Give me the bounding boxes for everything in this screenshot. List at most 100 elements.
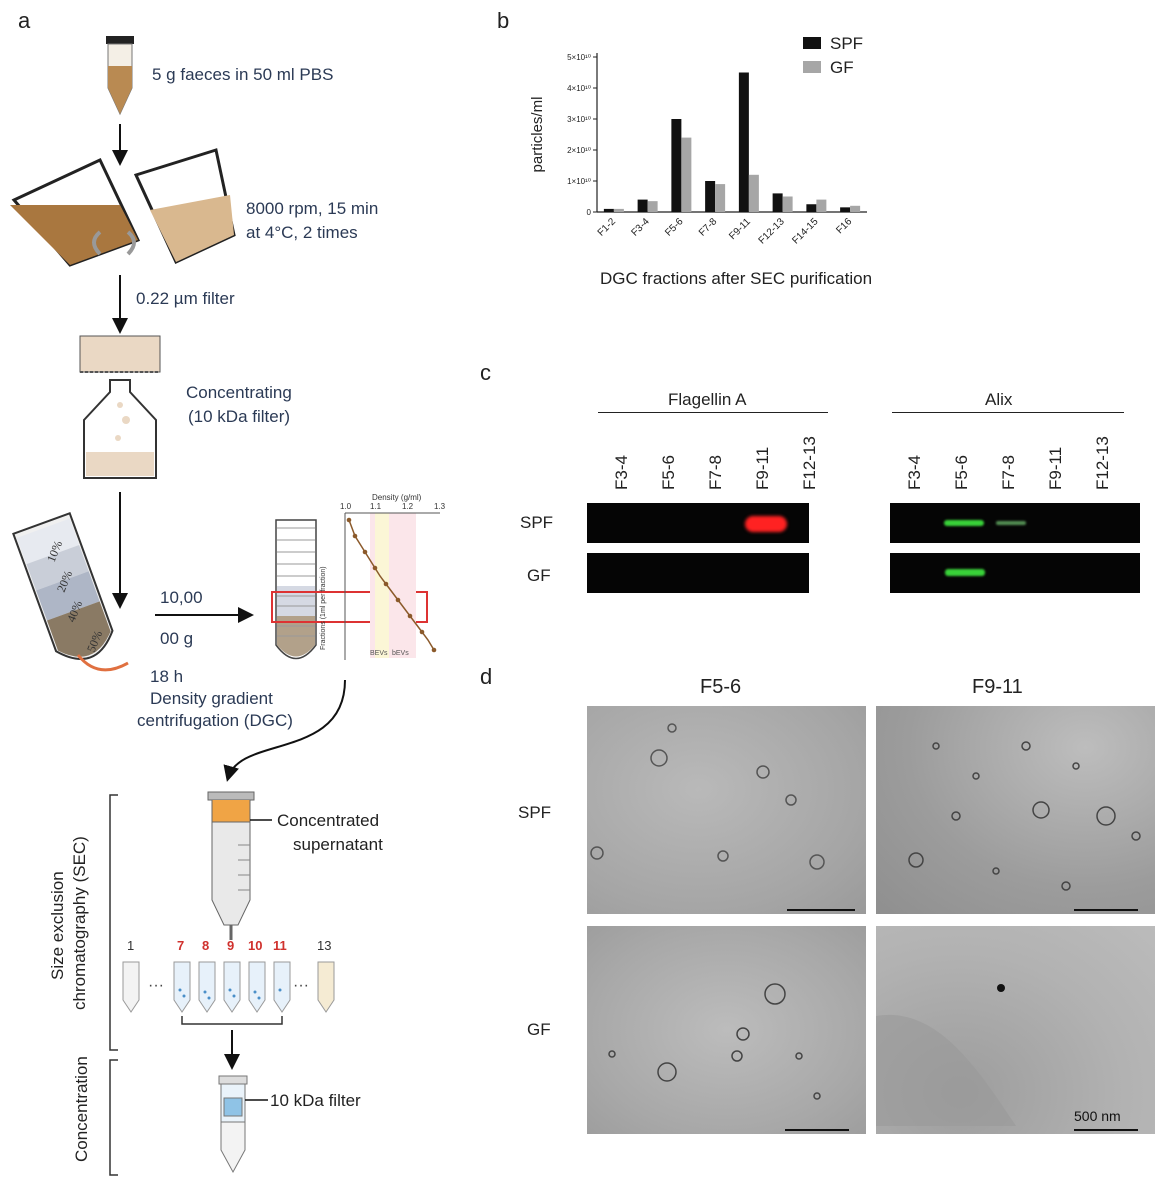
bar-gf-f3-4 <box>647 201 658 212</box>
dgc-speed-line2: 00 g <box>160 629 194 648</box>
sec-fraction-13: 13 <box>317 938 332 953</box>
bar-gf-f5-6 <box>681 137 692 212</box>
x-tick-label: F1-2 <box>596 216 619 239</box>
selection-box <box>271 591 428 623</box>
blot-alix-gf <box>890 553 1140 593</box>
sec-side-label-line1: Size exclusion <box>48 871 67 980</box>
row-label-spf-d: SPF <box>518 803 552 822</box>
y-tick-label: 0 <box>587 208 592 217</box>
sec-fraction-7: 7 <box>177 938 185 953</box>
density-tick-1-3: 1.3 <box>434 502 446 511</box>
dgc-time: 18 h <box>150 667 184 686</box>
legend-swatch-spf <box>803 37 821 49</box>
dgc-label-line1: Density gradient <box>150 689 273 708</box>
bar-gf-f7-8 <box>715 184 726 212</box>
y-tick-label: 2×10¹⁰ <box>567 146 591 155</box>
sec-tubes-icon <box>122 961 335 1013</box>
step2-label-line2: at 4°C, 2 times <box>246 223 358 242</box>
col-label-f5-6: F5-6 <box>700 676 742 698</box>
bar-spf-f3-4 <box>637 199 648 212</box>
group-label-alix: Alix <box>985 390 1013 409</box>
blot-flagellin-spf <box>587 503 809 543</box>
em-image-spf-f5-6 <box>587 706 866 914</box>
col-label-f9-11: F9-11 <box>972 676 1023 698</box>
sec-fraction-8: 8 <box>202 938 210 953</box>
bar-gf-f12-13 <box>782 196 793 212</box>
panel-letter-a: a <box>18 8 31 33</box>
concentration-filter-icon <box>218 1075 248 1174</box>
sec-tube-label-line2: supernatant <box>293 835 383 854</box>
bar-spf-f5-6 <box>671 119 682 212</box>
lane-label-alix-3: F7-8 <box>999 455 1018 490</box>
sec-side-label-line2: chromatography (SEC) <box>70 836 89 1010</box>
density-tick-1-2: 1.2 <box>402 502 414 511</box>
density-yaxis-label: Fractions (1ml per fraction) <box>320 566 327 650</box>
em-image-gf-f9-11: 500 nm <box>876 926 1155 1134</box>
bar-gf-f9-11 <box>748 174 759 212</box>
lane-label-flagellin-5: F12-13 <box>800 436 819 490</box>
bar-spf-f7-8 <box>705 181 716 212</box>
dgc-speed-line1: 10,00 <box>160 588 203 607</box>
centrifuge-tube-right-icon <box>133 148 236 264</box>
row-label-gf-c: GF <box>527 566 551 585</box>
x-tick-label: F9-11 <box>727 216 753 242</box>
y-tick-label: 5×10¹⁰ <box>567 53 591 62</box>
row-label-gf-d: GF <box>527 1020 551 1039</box>
density-plot <box>344 512 440 660</box>
blot-flagellin-gf <box>587 553 809 593</box>
panel-letter-b: b <box>497 8 510 33</box>
y-tick-label: 4×10¹⁰ <box>567 84 591 93</box>
bar-gf-f14-15 <box>816 199 827 212</box>
group-rule-flagellin <box>598 412 828 413</box>
dgc-label-line2: centrifugation (DGC) <box>137 711 293 730</box>
lane-label-flagellin-1: F3-4 <box>612 455 631 490</box>
bar-spf-f1-2 <box>603 208 614 212</box>
bar-spf-f9-11 <box>738 72 749 212</box>
y-tick-label: 1×10¹⁰ <box>567 177 591 186</box>
x-axis-label: DGC fractions after SEC purification <box>600 269 872 288</box>
density-tick-1-1: 1.1 <box>370 502 382 511</box>
x-tick-label: F7-8 <box>697 216 720 239</box>
legend-label-spf: SPF <box>830 34 863 53</box>
panel-letter-c: c <box>480 360 491 385</box>
concentration-side-label: Concentration <box>72 1056 91 1162</box>
x-tick-label: F14-15 <box>790 216 820 246</box>
lane-label-flagellin-3: F7-8 <box>706 455 725 490</box>
sec-fraction-10: 10 <box>248 938 263 953</box>
lane-label-alix-4: F9-11 <box>1046 446 1065 490</box>
svg-text:···: ··· <box>148 977 164 994</box>
group-label-flagellin: Flagellin A <box>668 390 747 409</box>
centrifuge-tube-left-icon <box>10 158 141 267</box>
legend-label-gf: GF <box>830 58 854 77</box>
x-tick-label: F12-13 <box>757 216 787 246</box>
blot-alix-spf <box>890 503 1140 543</box>
group-rule-alix <box>892 412 1124 413</box>
fractions-tube-icon <box>275 519 317 660</box>
step4-label-line2: (10 kDa filter) <box>188 407 291 426</box>
density-band-2: bEVs <box>392 650 409 657</box>
gradient-tube-icon <box>12 512 129 672</box>
step2-label-line1: 8000 rpm, 15 min <box>246 199 379 218</box>
lane-label-flagellin-2: F5-6 <box>659 455 678 490</box>
density-axis-title: Density (g/ml) <box>372 493 422 502</box>
scale-bar-label: 500 nm <box>1074 1108 1121 1124</box>
bar-spf-f16 <box>840 207 851 212</box>
panel-letter-d: d <box>480 664 493 689</box>
lane-label-alix-1: F3-4 <box>905 455 924 490</box>
sec-tube-label-line1: Concentrated <box>277 811 380 830</box>
step3-label: 0.22 µm filter <box>136 289 235 308</box>
x-tick-label: F3-4 <box>629 216 652 239</box>
x-tick-label: F16 <box>834 216 854 236</box>
density-tick-1-0: 1.0 <box>340 502 352 511</box>
y-axis-label: particles/ml <box>529 97 546 173</box>
filter-label: 10 kDa filter <box>270 1091 361 1110</box>
bar-gf-f1-2 <box>613 208 624 212</box>
bar-spf-f14-15 <box>806 204 817 212</box>
sec-fraction-9: 9 <box>227 938 235 953</box>
step4-label-line1: Concentrating <box>186 383 292 402</box>
panel-a-diagram: ··· ··· <box>10 36 440 1176</box>
em-image-gf-f5-6 <box>587 926 866 1134</box>
em-image-spf-f9-11 <box>876 706 1155 914</box>
row-label-spf-c: SPF <box>520 513 554 532</box>
